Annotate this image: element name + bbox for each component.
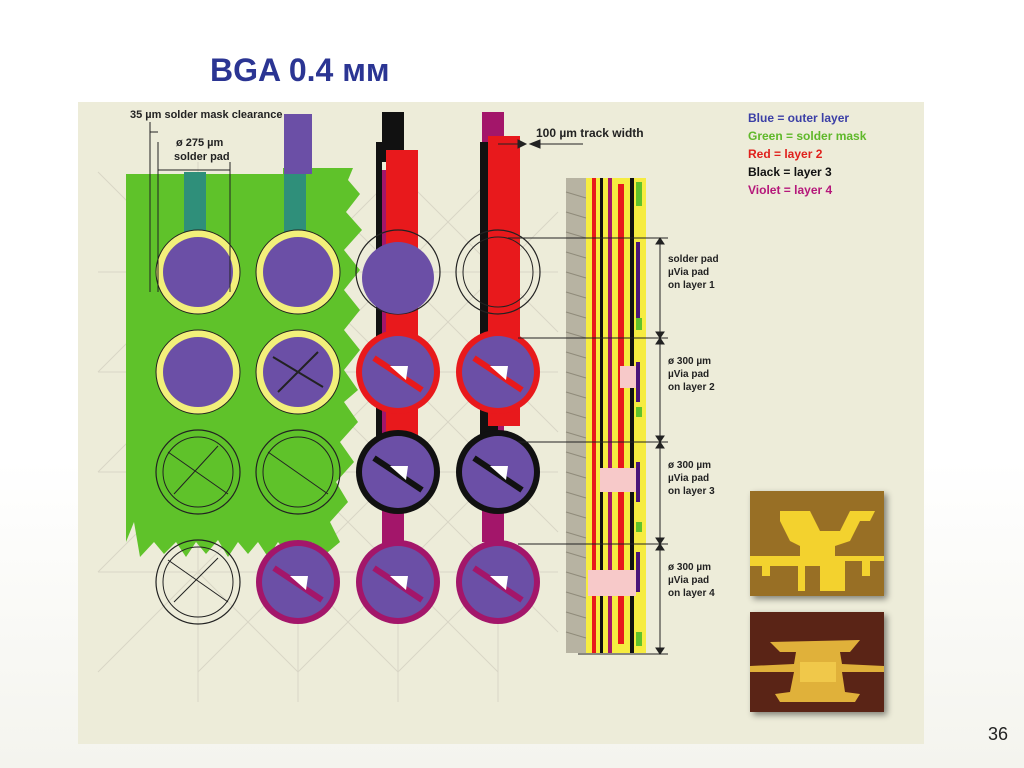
pad-row-3 bbox=[155, 429, 540, 515]
bga-fanout-diagram: 35 µm solder mask clearance ø 275 µm sol… bbox=[97, 109, 867, 702]
section-label-1: solder pad µVia pad on layer 1 bbox=[668, 254, 719, 291]
micrograph-photo-bottom bbox=[750, 612, 884, 712]
track-width-annotation: 100 µm track width bbox=[536, 126, 644, 140]
micrograph-photo-top bbox=[750, 491, 884, 596]
svg-text:µVia pad: µVia pad bbox=[668, 267, 709, 278]
bga-diagram-panel: 35 µm solder mask clearance ø 275 µm sol… bbox=[78, 102, 924, 744]
legend-black: Black = layer 3 bbox=[748, 165, 832, 179]
legend-blue: Blue = outer layer bbox=[748, 111, 849, 125]
svg-text:ø 300 µm: ø 300 µm bbox=[668, 460, 711, 471]
blue-track bbox=[284, 114, 312, 174]
svg-text:on layer 3: on layer 3 bbox=[668, 486, 715, 497]
pad-row-4 bbox=[155, 539, 540, 625]
slide-title: BGA 0.4 мм bbox=[210, 52, 390, 88]
svg-text:on layer 1: on layer 1 bbox=[668, 280, 715, 291]
dimension-lines bbox=[149, 122, 583, 292]
pad-row-1 bbox=[155, 229, 541, 315]
section-brackets bbox=[508, 237, 668, 655]
slide-number: 36 bbox=[988, 724, 1009, 744]
cross-section bbox=[565, 178, 646, 653]
svg-text:µVia pad: µVia pad bbox=[668, 369, 709, 380]
pad-diameter-annotation: ø 275 µm bbox=[176, 137, 224, 149]
section-label-4: ø 300 µm µVia pad on layer 4 bbox=[668, 562, 715, 599]
section-label-2: ø 300 µm µVia pad on layer 2 bbox=[668, 356, 715, 393]
pad-row-2 bbox=[155, 329, 540, 415]
legend-violet: Violet = layer 4 bbox=[748, 183, 832, 197]
legend-green: Green = solder mask bbox=[748, 129, 867, 143]
svg-text:µVia pad: µVia pad bbox=[668, 473, 709, 484]
section-label-3: ø 300 µm µVia pad on layer 3 bbox=[668, 460, 715, 497]
black-track bbox=[382, 112, 404, 162]
svg-text:ø 300 µm: ø 300 µm bbox=[668, 562, 711, 573]
svg-text:on layer 4: on layer 4 bbox=[668, 588, 715, 599]
svg-text:ø 300 µm: ø 300 µm bbox=[668, 356, 711, 367]
svg-text:µVia pad: µVia pad bbox=[668, 575, 709, 586]
pad-label-annotation: solder pad bbox=[174, 151, 230, 163]
clearance-annotation: 35 µm solder mask clearance bbox=[130, 109, 283, 121]
svg-text:solder pad: solder pad bbox=[668, 254, 719, 265]
legend-red: Red = layer 2 bbox=[748, 147, 823, 161]
svg-text:on layer 2: on layer 2 bbox=[668, 382, 715, 393]
color-legend: Blue = outer layer Green = solder mask R… bbox=[748, 111, 867, 197]
